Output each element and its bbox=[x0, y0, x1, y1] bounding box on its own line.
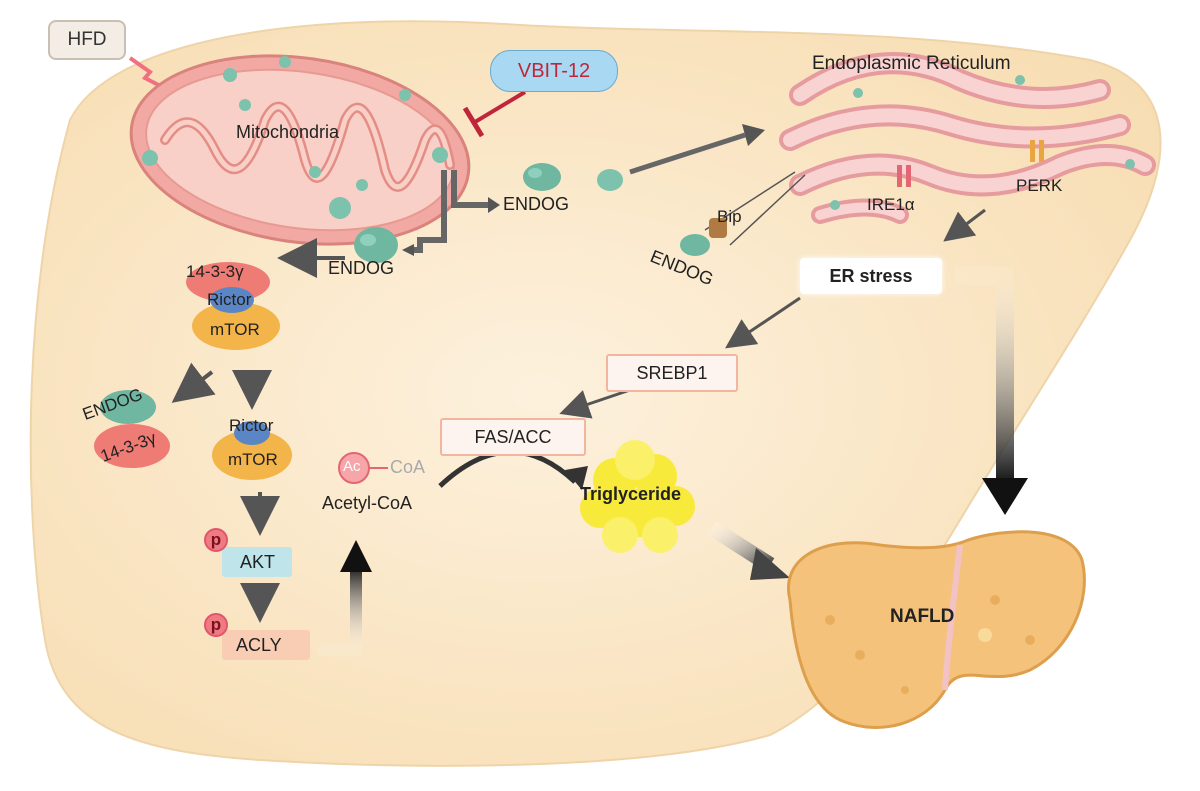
acly-box-bg bbox=[222, 630, 310, 660]
phospho-badge-akt: p bbox=[204, 528, 228, 552]
endog-blob-small bbox=[329, 197, 351, 219]
complex-mtor-label: mTOR bbox=[210, 320, 260, 339]
akt-label: AKT bbox=[240, 552, 276, 572]
vbit-12-label: VBIT-12 bbox=[517, 59, 591, 82]
ac-label: Ac bbox=[343, 458, 361, 475]
mito-release-arrow-2 bbox=[410, 170, 447, 253]
perk-label: PERK bbox=[1016, 176, 1063, 195]
complex-rictor-label: Rictor bbox=[207, 290, 252, 309]
srebp1-to-fas-arrow bbox=[559, 388, 631, 419]
perk-receptor-icon bbox=[1030, 140, 1044, 162]
mitochondria-label: Mitochondria bbox=[236, 122, 340, 142]
endoplasmic-reticulum-organelle bbox=[779, 52, 1156, 224]
ire1a-label: IRE1α bbox=[867, 195, 915, 214]
bip-pointer-line-2 bbox=[729, 174, 806, 246]
endog-blob-center bbox=[354, 227, 398, 263]
srebp1-box: SREBP1 bbox=[606, 354, 738, 392]
endog-1433-bound bbox=[94, 390, 170, 468]
fas-acc-label: FAS/ACC bbox=[474, 426, 552, 447]
srebp1-label: SREBP1 bbox=[636, 362, 708, 383]
endog-right-label: ENDOG bbox=[503, 194, 570, 214]
nafld-liver-icon bbox=[787, 530, 1086, 729]
fas-acc-box: FAS/ACC bbox=[440, 418, 586, 456]
endog-to-er-arrow bbox=[629, 132, 746, 175]
triglyceride-label: Triglyceride bbox=[580, 484, 682, 504]
rictor-mtor-complex bbox=[212, 421, 292, 480]
complex-1433-label: 14-3-3γ bbox=[186, 262, 244, 281]
vbit-12-pill: VBIT-12 bbox=[490, 50, 618, 92]
acly-label: ACLY bbox=[236, 635, 282, 655]
nafld-label: NAFLD bbox=[890, 606, 955, 627]
endog-center-label: ENDOG bbox=[328, 258, 395, 278]
hfd-label: HFD bbox=[67, 29, 107, 50]
complex-1433-rictor-mtor bbox=[186, 262, 280, 350]
endog-blob-er bbox=[597, 169, 623, 191]
triglyceride-droplets bbox=[580, 440, 695, 553]
rictor2-label: Rictor bbox=[229, 416, 274, 435]
bip-label: Bip bbox=[717, 207, 742, 226]
acly-to-acetylcoa-arrow bbox=[318, 565, 362, 656]
er-stress-to-nafld-arrow bbox=[955, 267, 1014, 480]
vbit-inhibit-line bbox=[473, 90, 527, 124]
er-stress-to-srebp1-arrow bbox=[725, 296, 801, 349]
coa-label: CoA bbox=[390, 457, 426, 477]
er-label: Endoplasmic Reticulum bbox=[812, 53, 1011, 74]
mito-release-arrow bbox=[451, 170, 492, 208]
er-stress-label: ER stress bbox=[829, 265, 913, 286]
bip-endog-complex bbox=[680, 218, 727, 256]
complex-dissociate-arrow bbox=[171, 362, 216, 403]
acetyl-coa-label: Acetyl-CoA bbox=[322, 493, 413, 513]
perk-to-er-stress-arrow bbox=[943, 208, 986, 242]
ire1a-receptor-icon bbox=[897, 165, 911, 187]
er-stress-box: ER stress bbox=[800, 258, 942, 294]
akt-box-bg bbox=[222, 547, 292, 577]
mtor2-label: mTOR bbox=[228, 450, 278, 469]
endog-blob-right bbox=[523, 163, 561, 191]
vbit-inhibit-bar bbox=[462, 106, 485, 138]
hfd-box: HFD bbox=[48, 20, 126, 60]
mitochondria-organelle bbox=[129, 54, 471, 246]
phospho-badge-acly: p bbox=[204, 613, 228, 637]
